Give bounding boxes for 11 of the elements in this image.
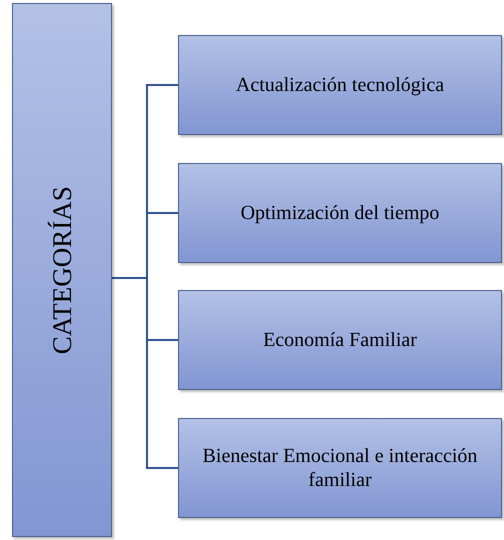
category-box	[178, 35, 502, 135]
category-box	[178, 163, 502, 263]
category-label: Bienestar Emocional e interacción familiar	[202, 444, 478, 492]
category-label: Optimización del tiempo	[240, 201, 440, 225]
category-label: Actualización tecnológica	[234, 73, 446, 97]
category-box	[178, 418, 502, 518]
category-box	[178, 290, 502, 390]
category-label: Economía Familiar	[262, 328, 418, 352]
vertical-heading: CATEGORÍAS	[46, 184, 78, 356]
connector-line	[112, 277, 178, 469]
category-header-box	[12, 3, 112, 537]
